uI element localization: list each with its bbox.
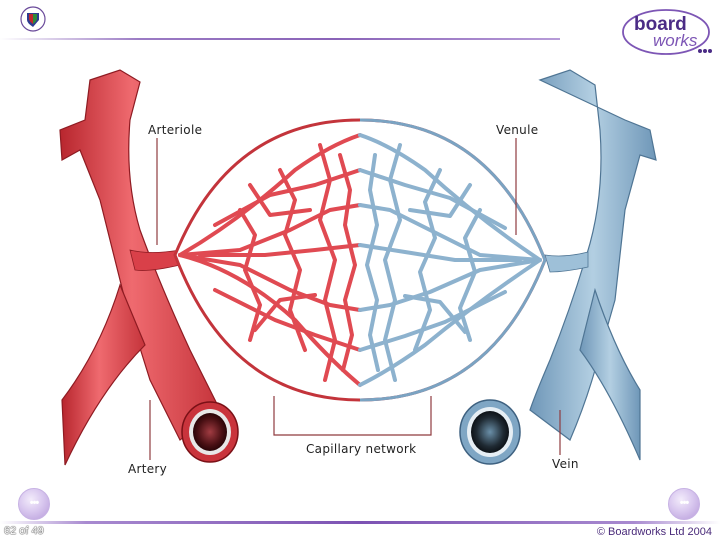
artery-vessel bbox=[59, 69, 239, 466]
footer-rule bbox=[0, 521, 720, 524]
label-leaders bbox=[149, 138, 561, 460]
label-capillary-network: Capillary network bbox=[306, 442, 417, 456]
label-venule: Venule bbox=[496, 123, 539, 137]
previous-slide-button[interactable]: ••• bbox=[18, 488, 50, 520]
label-vein: Vein bbox=[552, 457, 579, 471]
capillary-diagram bbox=[59, 69, 657, 466]
school-crest-icon bbox=[20, 6, 46, 32]
ellipsis-left-icon: ••• bbox=[29, 497, 40, 509]
header-rule bbox=[0, 38, 560, 40]
logo-text-works: works bbox=[653, 31, 698, 50]
boardworks-logo: board works bbox=[622, 9, 712, 55]
next-slide-button[interactable]: ••• bbox=[668, 488, 700, 520]
copyright-text: © Boardworks Ltd 2004 bbox=[596, 526, 712, 538]
ellipsis-right-icon: ••• bbox=[679, 497, 690, 509]
label-artery: Artery bbox=[128, 462, 168, 476]
vein-vessel bbox=[459, 69, 657, 465]
page-indicator: 62 of 49 bbox=[4, 525, 44, 537]
capillary-network bbox=[173, 118, 547, 402]
label-arteriole: Arteriole bbox=[148, 123, 203, 137]
logo-text-board: board bbox=[634, 14, 687, 35]
